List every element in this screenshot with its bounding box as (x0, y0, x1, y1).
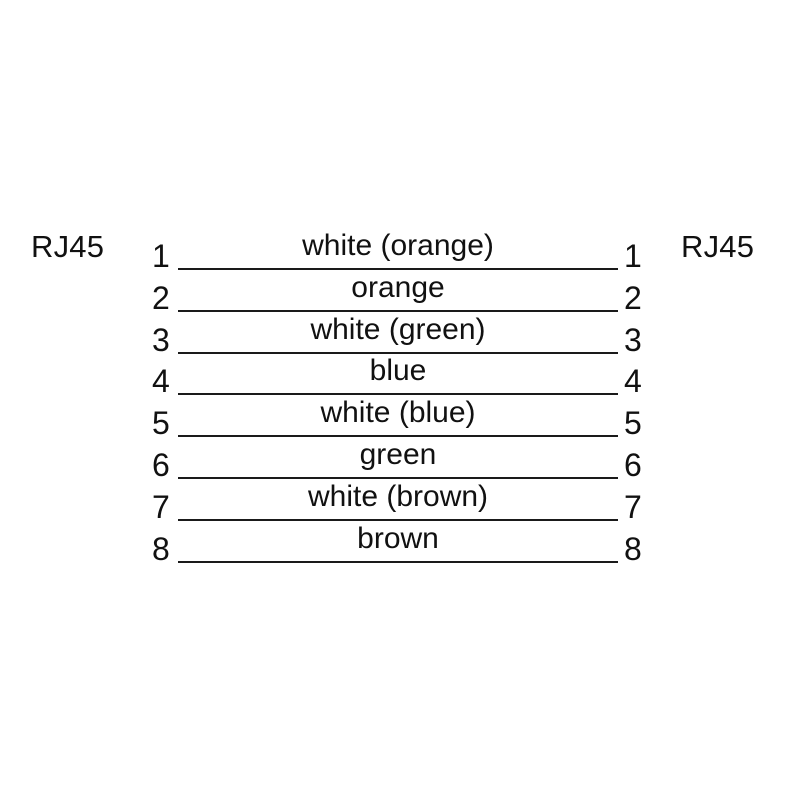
wire-row: 4 blue 4 (0, 353, 800, 399)
pin-number-right: 2 (624, 280, 642, 316)
wire-line (178, 310, 618, 312)
pin-number-right: 4 (624, 363, 642, 399)
wire-row: 2 orange 2 (0, 270, 800, 316)
wire-line (178, 519, 618, 521)
pin-number-left: 7 (152, 489, 170, 525)
wire-color-label: white (orange) (302, 229, 494, 262)
pin-number-right: 6 (624, 447, 642, 483)
pin-number-left: 2 (152, 280, 170, 316)
pin-number-right: 1 (624, 238, 642, 274)
wire-row: 3 white (green) 3 (0, 312, 800, 358)
wire-color-label: white (green) (310, 313, 486, 346)
pin-number-left: 6 (152, 447, 170, 483)
wire-color-label: white (blue) (320, 396, 476, 429)
wire-color-label: green (359, 438, 437, 471)
pin-number-right: 5 (624, 405, 642, 441)
wire-color-label: white (brown) (307, 480, 489, 513)
wire-line (178, 561, 618, 563)
wire-row: 6 green 6 (0, 437, 800, 483)
wire-color-label: orange (351, 271, 445, 304)
pin-number-left: 4 (152, 363, 170, 399)
wire-line (178, 477, 618, 479)
wire-line (178, 393, 618, 395)
pin-number-right: 8 (624, 531, 642, 567)
wire-row: 7 white (brown) 7 (0, 479, 800, 525)
pin-number-left: 3 (152, 322, 170, 358)
wire-row: 1 white (orange) 1 (0, 228, 800, 274)
connector-label-right: RJ45 (681, 229, 755, 264)
wire-line (178, 268, 618, 270)
pin-number-left: 1 (152, 238, 170, 274)
wire-color-label: brown (357, 522, 439, 555)
pin-number-right: 7 (624, 489, 642, 525)
wire-row: 5 white (blue) 5 (0, 395, 800, 441)
wire-line (178, 435, 618, 437)
pin-number-right: 3 (624, 322, 642, 358)
pin-number-left: 8 (152, 531, 170, 567)
wire-line (178, 352, 618, 354)
wire-row: 8 brown 8 (0, 521, 800, 567)
pin-number-left: 5 (152, 405, 170, 441)
connector-label-left: RJ45 (31, 229, 105, 264)
wire-color-label: blue (369, 354, 427, 387)
